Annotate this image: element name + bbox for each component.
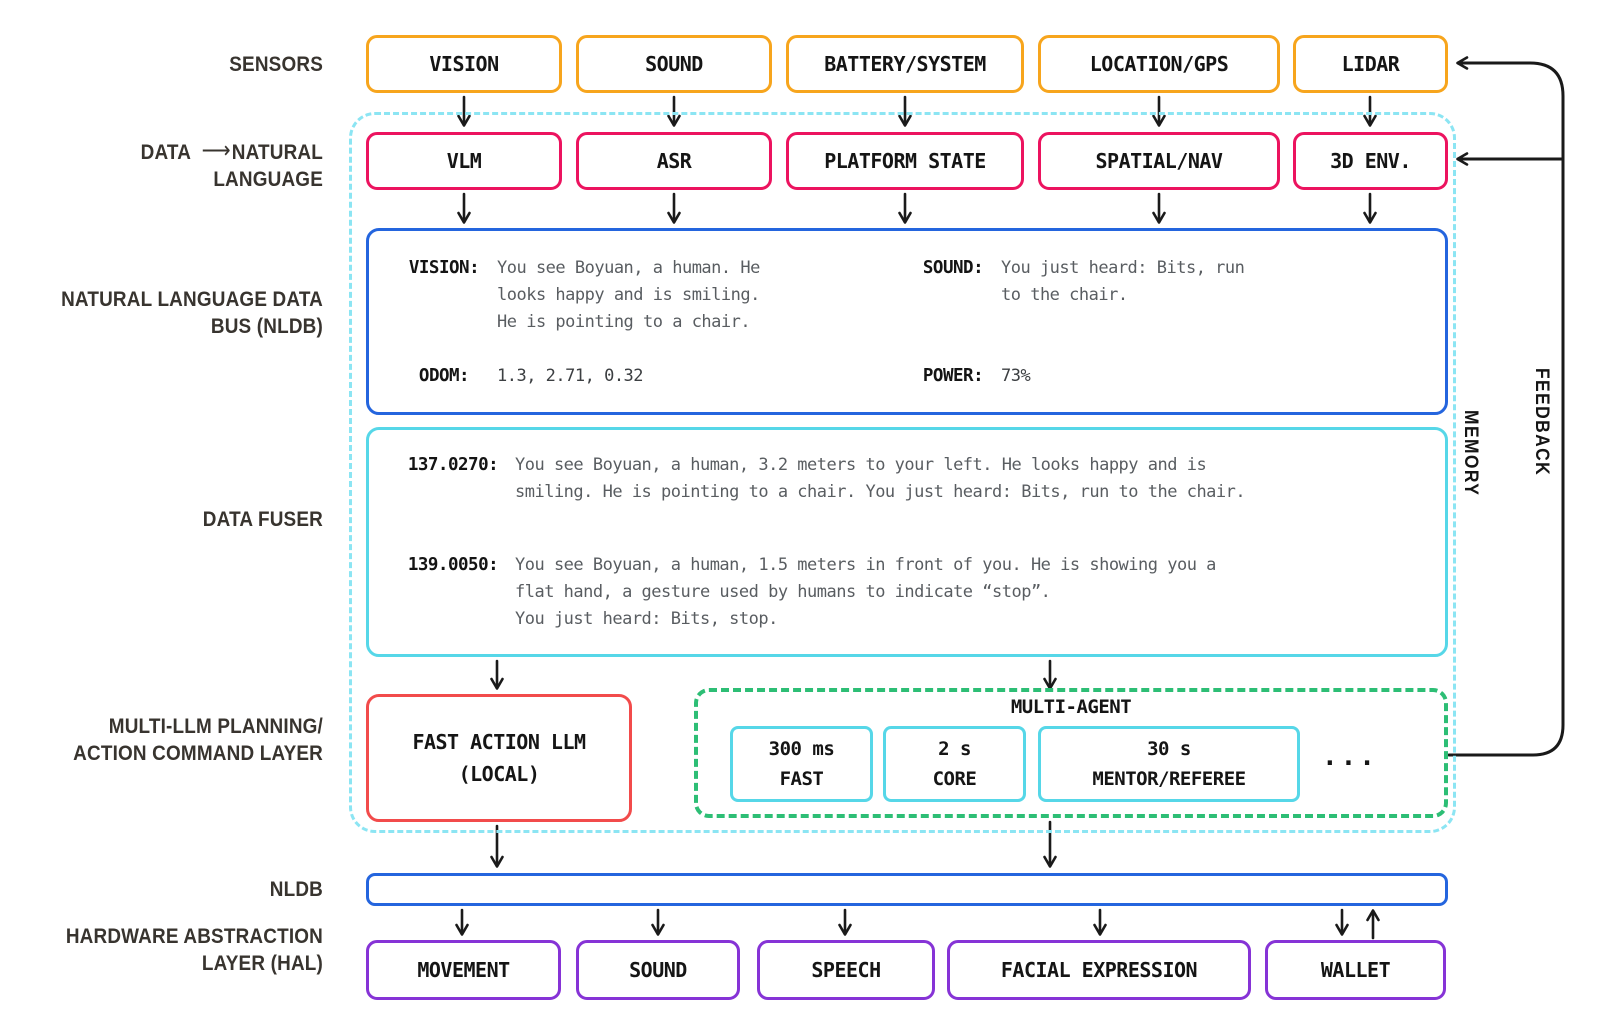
agent-line: MENTOR/REFEREE [1092,768,1246,790]
nldb-odom-value: 1.3, 2.71, 0.32 [497,366,644,386]
nldb-power-value: 73% [1001,366,1031,386]
row-label-nldb-bar: NLDB [269,877,323,901]
label-line: BUS (NLDB) [210,314,323,338]
row-label-planning-layer: MULTI-LLM PLANNING/ ACTION COMMAND LAYER [56,713,323,767]
nldb-vision-line: looks happy and is smiling. [497,285,760,305]
agent-line: 30 s [1147,738,1191,760]
fuser-line: You see Boyuan, a human, 3.2 meters to y… [515,455,1207,475]
nldb-odom-entry: ODOM: 1.3, 2.71, 0.32 [391,363,644,390]
label-natural-word: NATURAL [231,140,323,164]
converter-box-3d-env: 3D ENV. [1293,132,1448,190]
memory-region-outline [349,112,1456,833]
sensor-label: LIDAR [1341,52,1400,76]
agent-line: CORE [932,768,977,790]
converter-label: SPATIAL/NAV [1095,149,1223,173]
nldb-sound-line: You just heard: Bits, run [1001,258,1245,278]
converter-box-asr: ASR [576,132,772,190]
sensor-box-battery-system: BATTERY/SYSTEM [786,35,1024,93]
fuser-line: You just heard: Bits, stop. [515,609,778,629]
converter-label: ASR [656,149,692,173]
hal-box-wallet: WALLET [1265,940,1446,1000]
converter-box-platform-state: PLATFORM STATE [786,132,1024,190]
multi-agent-title: MULTI-AGENT [1010,696,1132,718]
nldb-vision-line: He is pointing to a chair. [497,312,751,332]
fuser-line: smiling. He is pointing to a chair. You … [515,482,1246,502]
nldb-power-key: POWER: [922,366,984,386]
converter-label: VLM [446,149,482,173]
row-label-hal: HARDWARE ABSTRACTION LAYER (HAL) [56,923,323,977]
right-arrow-icon: ⟶ [201,137,231,163]
fuser-timestamp: 139.0050: [407,555,499,575]
nldb-odom-key: ODOM: [418,366,470,386]
label-line: MULTI-LLM PLANNING/ [108,714,323,738]
multi-agent-group: MULTI-AGENT 300 ms FAST 2 s CORE 30 s ME… [694,688,1448,818]
nldb-vision-entry: VISION: You see Boyuan, a human. He look… [391,255,760,336]
label-line: LAYER (HAL) [201,951,323,975]
sensor-box-location-gps: LOCATION/GPS [1038,35,1280,93]
nldb-sound-key: SOUND: [922,258,984,278]
nldb-sound-line: to the chair. [1001,285,1128,305]
agents-ellipsis: ... [1322,742,1378,772]
side-label-memory: MEMORY [1460,410,1481,497]
fast-llm-line: FAST ACTION LLM [412,730,586,754]
label-language-word: LANGUAGE [213,167,323,191]
agent-box-core: 2 s CORE [883,726,1026,802]
row-label-data-to-natural-language: DATA ⟶NATURAL LANGUAGE [56,137,323,193]
converter-box-vlm: VLM [366,132,562,190]
fuser-entry: 137.0270: You see Boyuan, a human, 3.2 m… [391,452,1246,506]
hal-label: FACIAL EXPRESSION [1000,958,1198,982]
fuser-timestamp: 137.0270: [407,455,499,475]
sensor-box-sound: SOUND [576,35,772,93]
hal-label: SPEECH [811,958,881,982]
agent-line: FAST [779,768,824,790]
label-data-word: DATA [140,140,192,164]
data-fuser-box: 137.0270: You see Boyuan, a human, 3.2 m… [366,427,1448,657]
agent-box-mentor-referee: 30 s MENTOR/REFEREE [1038,726,1300,802]
nldb-sound-entry: SOUND: You just heard: Bits, run to the … [905,255,1245,309]
nldb-output-bar [366,873,1448,906]
converter-label: 3D ENV. [1330,149,1411,173]
sensor-label: VISION [429,52,499,76]
nldb-bus-box: VISION: You see Boyuan, a human. He look… [366,228,1448,415]
fast-llm-line: (LOCAL) [458,762,540,786]
sensor-label: SOUND [645,52,703,76]
hal-box-movement: MOVEMENT [366,940,561,1000]
label-line: HARDWARE ABSTRACTION [65,924,324,948]
hal-box-sound: SOUND [576,940,740,1000]
converter-label: PLATFORM STATE [824,149,986,173]
sensor-box-vision: VISION [366,35,562,93]
hal-label: SOUND [629,958,687,982]
sensor-label: LOCATION/GPS [1089,52,1229,76]
side-label-feedback: FEEDBACK [1531,368,1552,477]
converter-box-spatial-nav: SPATIAL/NAV [1038,132,1280,190]
label-line: ACTION COMMAND LAYER [73,741,324,765]
agent-box-fast: 300 ms FAST [730,726,873,802]
fuser-line: You see Boyuan, a human, 1.5 meters in f… [515,555,1216,575]
row-label-nldb: NATURAL LANGUAGE DATA BUS (NLDB) [56,286,323,340]
fuser-line: flat hand, a gesture used by humans to i… [515,582,1051,602]
hal-label: WALLET [1320,958,1391,982]
label-line: NATURAL LANGUAGE DATA [61,287,323,311]
nldb-vision-line: You see Boyuan, a human. He [497,258,760,278]
row-label-data-fuser: DATA FUSER [202,507,323,531]
nldb-vision-key: VISION: [408,258,480,278]
sensor-label: BATTERY/SYSTEM [824,52,986,76]
hal-label: MOVEMENT [417,958,510,982]
nldb-power-entry: POWER: 73% [905,363,1031,390]
agent-line: 300 ms [768,738,835,760]
hal-box-speech: SPEECH [757,940,935,1000]
hal-box-facial-expression: FACIAL EXPRESSION [947,940,1251,1000]
agent-line: 2 s [938,738,971,760]
sensor-box-lidar: LIDAR [1293,35,1448,93]
fuser-entry: 139.0050: You see Boyuan, a human, 1.5 m… [391,552,1217,633]
fast-action-llm-box: FAST ACTION LLM (LOCAL) [366,694,632,822]
row-label-sensors: SENSORS [229,52,323,76]
